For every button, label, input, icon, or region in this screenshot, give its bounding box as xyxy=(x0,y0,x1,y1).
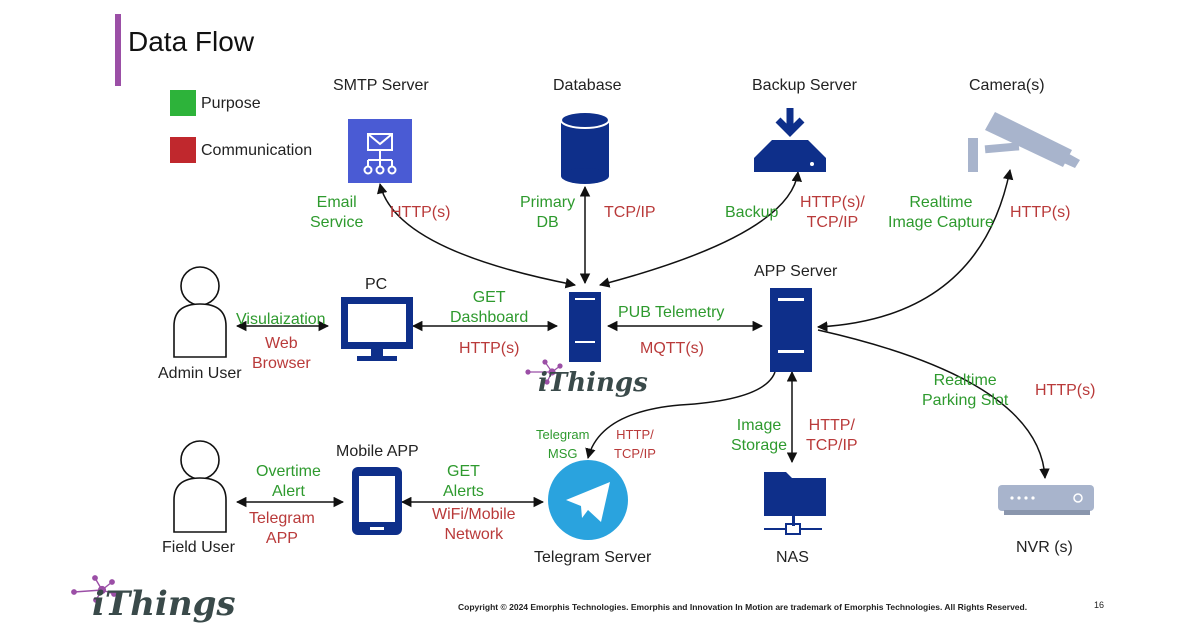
database-icon xyxy=(560,111,610,184)
camera-label: Camera(s) xyxy=(969,77,1045,94)
nvr-icon xyxy=(998,485,1094,515)
admin-purpose-label: Visulaization xyxy=(236,311,326,328)
app-server-icon xyxy=(770,288,812,372)
parking-comm-label: HTTP(s) xyxy=(1035,382,1096,399)
nas-label: NAS xyxy=(776,549,809,566)
nvr-label: NVR (s) xyxy=(1016,539,1073,556)
edge-smtp-ithings xyxy=(376,182,577,289)
telegram-msg-comm-label: HTTP/TCP/IP xyxy=(614,427,656,461)
edge-backup-ithings xyxy=(598,170,803,288)
edge-appserver-telegram xyxy=(585,371,776,460)
app-server-label: APP Server xyxy=(754,263,838,280)
camera-comm-label: HTTP(s) xyxy=(1010,204,1071,221)
ithings-center-logo: iThings xyxy=(538,368,648,398)
legend-purpose-label: Purpose xyxy=(201,95,261,112)
ithings-footer-logo-mark xyxy=(71,575,117,603)
field-user-icon xyxy=(173,440,227,533)
edge-appserver-nvr xyxy=(817,329,1050,480)
email-comm-label: HTTP(s) xyxy=(390,204,451,221)
nas-icon xyxy=(764,472,826,535)
admin-user-icon xyxy=(173,266,227,358)
telemetry-comm-label: MQTT(s) xyxy=(640,340,704,357)
camera-icon xyxy=(968,112,1080,172)
telegram-server-label: Telegram Server xyxy=(534,549,652,566)
telegram-icon xyxy=(548,460,628,540)
ithings-server-icon xyxy=(569,292,601,362)
legend-communication-swatch xyxy=(170,137,196,163)
telemetry-purpose-label: PUB Telemetry xyxy=(618,304,725,321)
pc-icon xyxy=(341,297,413,361)
smtp-server-label: SMTP Server xyxy=(333,77,429,94)
legend-purpose-swatch xyxy=(170,90,196,116)
ithings-center-logo-mark xyxy=(525,359,563,385)
backup-purpose-label: Backup xyxy=(725,204,779,221)
backup-server-icon xyxy=(754,108,826,172)
legend-communication-label: Communication xyxy=(201,142,313,159)
copyright-notice: Copyright © 2024 Emorphis Technologies. … xyxy=(458,602,1028,612)
dashboard-comm-label: HTTP(s) xyxy=(459,340,520,357)
slide-title: Data Flow xyxy=(128,26,255,57)
database-label: Database xyxy=(553,77,622,94)
ithings-footer-logo: iThings xyxy=(92,584,236,624)
nas-comm-label: HTTP/TCP/IP xyxy=(806,417,858,454)
smtp-server-icon xyxy=(348,119,412,183)
page-number: 16 xyxy=(1094,600,1105,610)
mobile-app-label: Mobile APP xyxy=(336,443,419,460)
edge-camera-appserver xyxy=(816,168,1014,332)
pc-label: PC xyxy=(365,276,388,293)
backup-server-label: Backup Server xyxy=(752,77,857,94)
title-accent-bar xyxy=(115,14,121,86)
db-comm-label: TCP/IP xyxy=(604,204,656,221)
field-user-label: Field User xyxy=(162,539,235,556)
backup-comm-label: HTTP(s)/TCP/IP xyxy=(800,194,865,231)
mobile-app-icon xyxy=(352,467,402,535)
admin-user-label: Admin User xyxy=(158,365,242,382)
